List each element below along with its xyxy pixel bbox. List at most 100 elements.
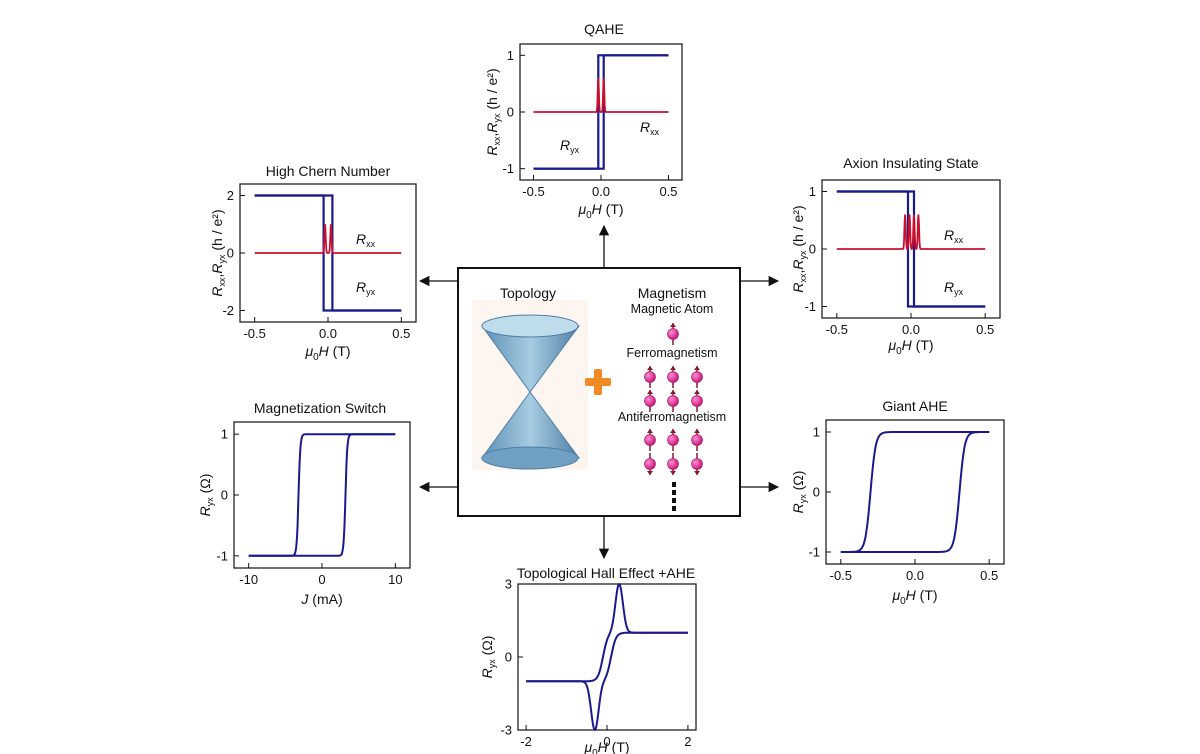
y-tick-label: 1 [221,427,228,442]
y-tick-label: 0 [507,105,514,120]
atom-sphere-icon [691,434,703,446]
series-down [840,431,990,553]
chart-title: QAHE [584,21,624,37]
spin-arrowhead-icon [670,366,676,370]
magnetism-label: Magnetism [638,285,706,301]
x-tick-label: -0.5 [830,568,852,583]
series-down [526,631,688,732]
x-axis-label: μ0H (T) [583,739,629,754]
x-tick-label: 0.5 [659,184,677,199]
chart-title: Magnetization Switch [254,400,386,416]
atom-7 [644,429,656,451]
x-tick-label: 2 [684,734,691,749]
x-tick-label: 0.0 [902,322,920,337]
y-tick-label: 0 [505,650,512,665]
spin-arrowhead-icon [670,471,676,475]
x-tick-label: -0.5 [522,184,544,199]
series-down [248,433,396,557]
y-axis-label: Ryx (Ω) [479,636,497,679]
y-axis-label: Rxx,Ryx (h / e²) [209,209,227,296]
y-tick-label: 1 [809,184,816,199]
atom-sphere-icon [667,434,679,446]
x-tick-label: 0 [318,572,325,587]
x-tick-label: 0.5 [976,322,994,337]
atom-sphere-icon [644,434,656,446]
magnetic-atom-label: Magnetic Atom [631,302,714,316]
series-Rxx [533,77,669,113]
y-tick-label: -1 [804,299,816,314]
series-label-Ryx: Ryx [356,279,376,297]
antiferromagnetism-label: Antiferromagnetism [618,410,726,424]
x-tick-label: 0.0 [906,568,924,583]
spin-arrowhead-icon [670,390,676,394]
series-label-Ryx: Ryx [944,279,964,297]
atom-sphere-icon [691,371,703,383]
chart-title: Axion Insulating State [843,155,979,171]
atom-4 [667,390,679,412]
x-axis-label: μ0H (T) [891,587,937,607]
chart-title: High Chern Number [266,163,391,179]
chart-title: Giant AHE [882,398,947,414]
atom-8 [644,453,656,475]
x-axis-label: μ0H (T) [887,337,933,357]
y-tick-label: 0 [813,485,820,500]
atom-6 [691,390,703,412]
y-axis-label: Rxx,Ryx (h / e²) [484,68,502,155]
y-tick-label: 0 [227,246,234,261]
atom-sphere-icon [691,458,703,470]
spin-arrowhead-icon [647,366,653,370]
series-label-Rxx: Rxx [356,231,376,249]
atom-sphere-icon [667,458,679,470]
spin-arrowhead-icon [647,471,653,475]
connector-arrows [418,224,780,560]
spin-arrowhead-icon [670,323,676,327]
ferromagnetism-label: Ferromagnetism [627,346,718,360]
topology-label: Topology [500,285,556,301]
y-tick-label: 3 [505,577,512,592]
atom-sphere-icon [644,458,656,470]
series-Ryx-sweep-down [533,54,669,170]
atom-sphere-icon [667,328,679,340]
x-tick-label: -0.5 [243,326,265,341]
y-axis-label: Ryx (Ω) [197,474,215,517]
series-label-Rxx: Rxx [944,227,964,245]
y-tick-label: -1 [216,548,228,563]
x-tick-label: 0.5 [980,568,998,583]
x-axis-label: J (mA) [300,591,342,607]
dirac-cone-icon [481,314,580,470]
spin-arrowhead-icon [647,429,653,433]
magnetic-atoms [644,323,703,475]
spin-arrowhead-icon [694,390,700,394]
continuation-dots-icon [672,482,676,511]
spin-arrowhead-icon [694,366,700,370]
series-up [840,431,990,553]
y-tick-label: 1 [507,48,514,63]
chart-axion: Axion Insulating State -0.5 0.0 0.5 1 0 -1 μ0H … [790,155,1001,357]
y-tick-label: -2 [222,303,234,318]
atom-sphere-icon [644,395,656,407]
y-tick-label: 0 [809,242,816,257]
x-tick-label: -10 [239,572,258,587]
plus-icon [585,369,611,395]
y-axis-label: Ryx (Ω) [790,471,808,514]
plot-frame [517,583,697,731]
atom-10 [667,453,679,475]
atom-0 [667,323,679,345]
x-tick-label: -0.5 [826,322,848,337]
atom-sphere-icon [667,371,679,383]
y-tick-label: -3 [500,723,512,738]
y-tick-label: -1 [502,161,514,176]
x-axis-label: μ0H (T) [304,343,350,363]
y-tick-label: 0 [221,488,228,503]
series-up [248,433,396,557]
spin-arrowhead-icon [647,390,653,394]
y-tick-label: 2 [227,188,234,203]
x-tick-label: 10 [388,572,402,587]
atom-sphere-icon [691,395,703,407]
